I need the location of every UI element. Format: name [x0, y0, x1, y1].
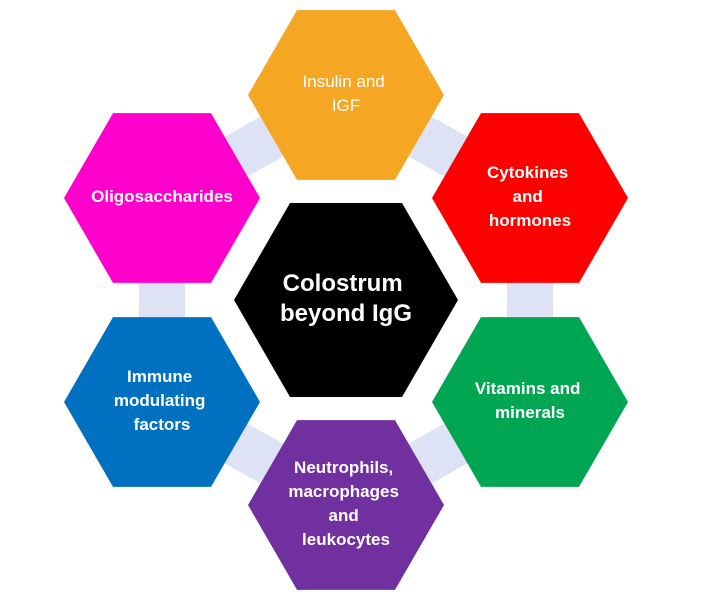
hex-center-shape	[234, 203, 458, 397]
hex-immune-label-line-3: factors	[134, 415, 191, 434]
hex-neutrophils: Neutrophils, macrophages and leukocytes	[248, 420, 444, 590]
hex-center-label-line-2: beyond IgG	[280, 300, 412, 327]
hex-vitamins-label: Vitamins and minerals	[475, 379, 585, 422]
hex-vitamins-shape	[432, 317, 628, 487]
hex-immune-shape	[64, 317, 260, 487]
hex-cytokines-shape	[432, 113, 628, 283]
hex-insulin-label: Insulin and IGF	[303, 72, 390, 115]
hex-oligosaccharides-label-line-1: Oligosaccharides	[91, 187, 233, 206]
hex-insulin-label-line-1: Insulin and	[303, 72, 385, 91]
hex-vitamins-label-line-1: Vitamins and	[475, 379, 581, 398]
hex-center-label-line-1: Colostrum	[283, 270, 403, 297]
hex-cytokines-label-line-2: and	[513, 187, 543, 206]
hex-center-label: Colostrum beyond IgG	[280, 270, 412, 327]
hex-immune-label-line-1: Immune	[127, 367, 192, 386]
hex-vitamins: Vitamins and minerals	[432, 317, 628, 487]
hex-cytokines-label: Cytokines and hormones	[487, 163, 573, 230]
hex-neutrophils-label-line-1: Neutrophils,	[294, 458, 393, 477]
hex-insulin: Insulin and IGF	[248, 10, 444, 180]
hex-oligosaccharides-label: Oligosaccharides	[91, 187, 233, 206]
hex-insulin-label-line-2: IGF	[332, 96, 360, 115]
hex-immune-label-line-2: modulating	[114, 391, 206, 410]
hex-oligosaccharides-shape	[64, 113, 260, 283]
hex-center: Colostrum beyond IgG	[234, 203, 458, 397]
hex-neutrophils-label-line-2: macrophages	[288, 482, 399, 501]
hex-insulin-shape	[248, 10, 444, 180]
hex-neutrophils-label-line-3: and	[329, 506, 359, 525]
hex-neutrophils-shape	[248, 420, 444, 590]
hex-immune: Immune modulating factors	[64, 317, 260, 487]
hex-neutrophils-label: Neutrophils, macrophages and leukocytes	[288, 458, 403, 549]
hex-vitamins-label-line-2: minerals	[495, 403, 565, 422]
hex-cytokines: Cytokines and hormones	[432, 113, 628, 283]
hex-cytokines-label-line-1: Cytokines	[487, 163, 568, 182]
hex-neutrophils-label-line-4: leukocytes	[302, 530, 390, 549]
hex-cytokines-label-line-3: hormones	[489, 211, 571, 230]
hex-oligosaccharides: Oligosaccharides	[64, 113, 260, 283]
hex-immune-label: Immune modulating factors	[114, 367, 210, 434]
